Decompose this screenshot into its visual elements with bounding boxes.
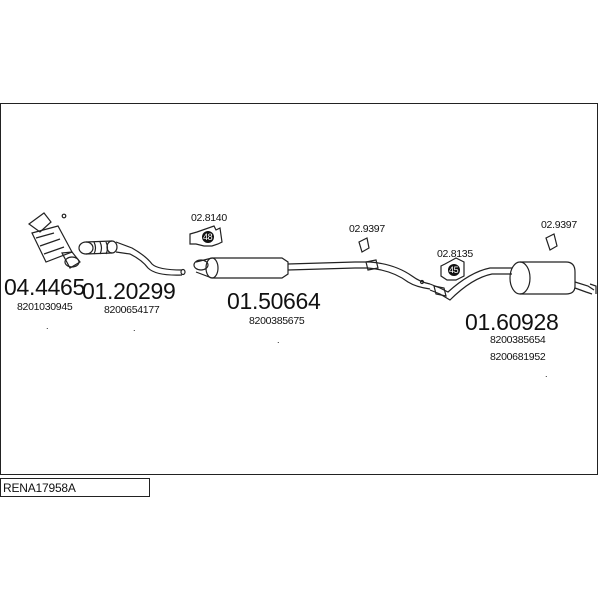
dot-mark: . [133,323,136,333]
clamp-icon [545,233,558,251]
fitting-number: 02.8140 [191,212,227,224]
rubber-hanger-icon [189,225,223,247]
oem-number: 8200654177 [104,304,160,316]
dot-mark: . [277,335,280,345]
fitting-number: 02.9397 [541,219,577,231]
catalytic-converter-icon [27,212,81,269]
hanger-badge: 45 [449,265,459,275]
part-number: 01.50664 [227,288,321,314]
oem-number: 8200385675 [249,315,305,327]
dot-mark: . [46,321,49,331]
rear-silencer-icon [429,261,597,301]
oem-number: 8200681952 [490,351,546,363]
hanger-badge: 48 [203,232,213,242]
fitting-number: 02.8135 [437,248,473,260]
dot-mark: . [545,369,548,379]
reference-box [0,478,150,497]
part-number: 01.60928 [465,309,559,335]
clamp-icon [358,237,370,253]
part-number: 01.20299 [82,278,176,304]
fitting-number: 02.9397 [349,223,385,235]
centre-silencer-icon [193,257,431,290]
flex-pipe-icon [78,240,186,276]
part-number: 04.4465 [4,274,86,300]
reference-code: RENA17958A [3,481,76,495]
rubber-hanger-icon [440,257,465,281]
oem-number: 8200385654 [490,334,546,346]
oem-number: 8201030945 [17,301,73,313]
diagram-frame [0,103,598,475]
